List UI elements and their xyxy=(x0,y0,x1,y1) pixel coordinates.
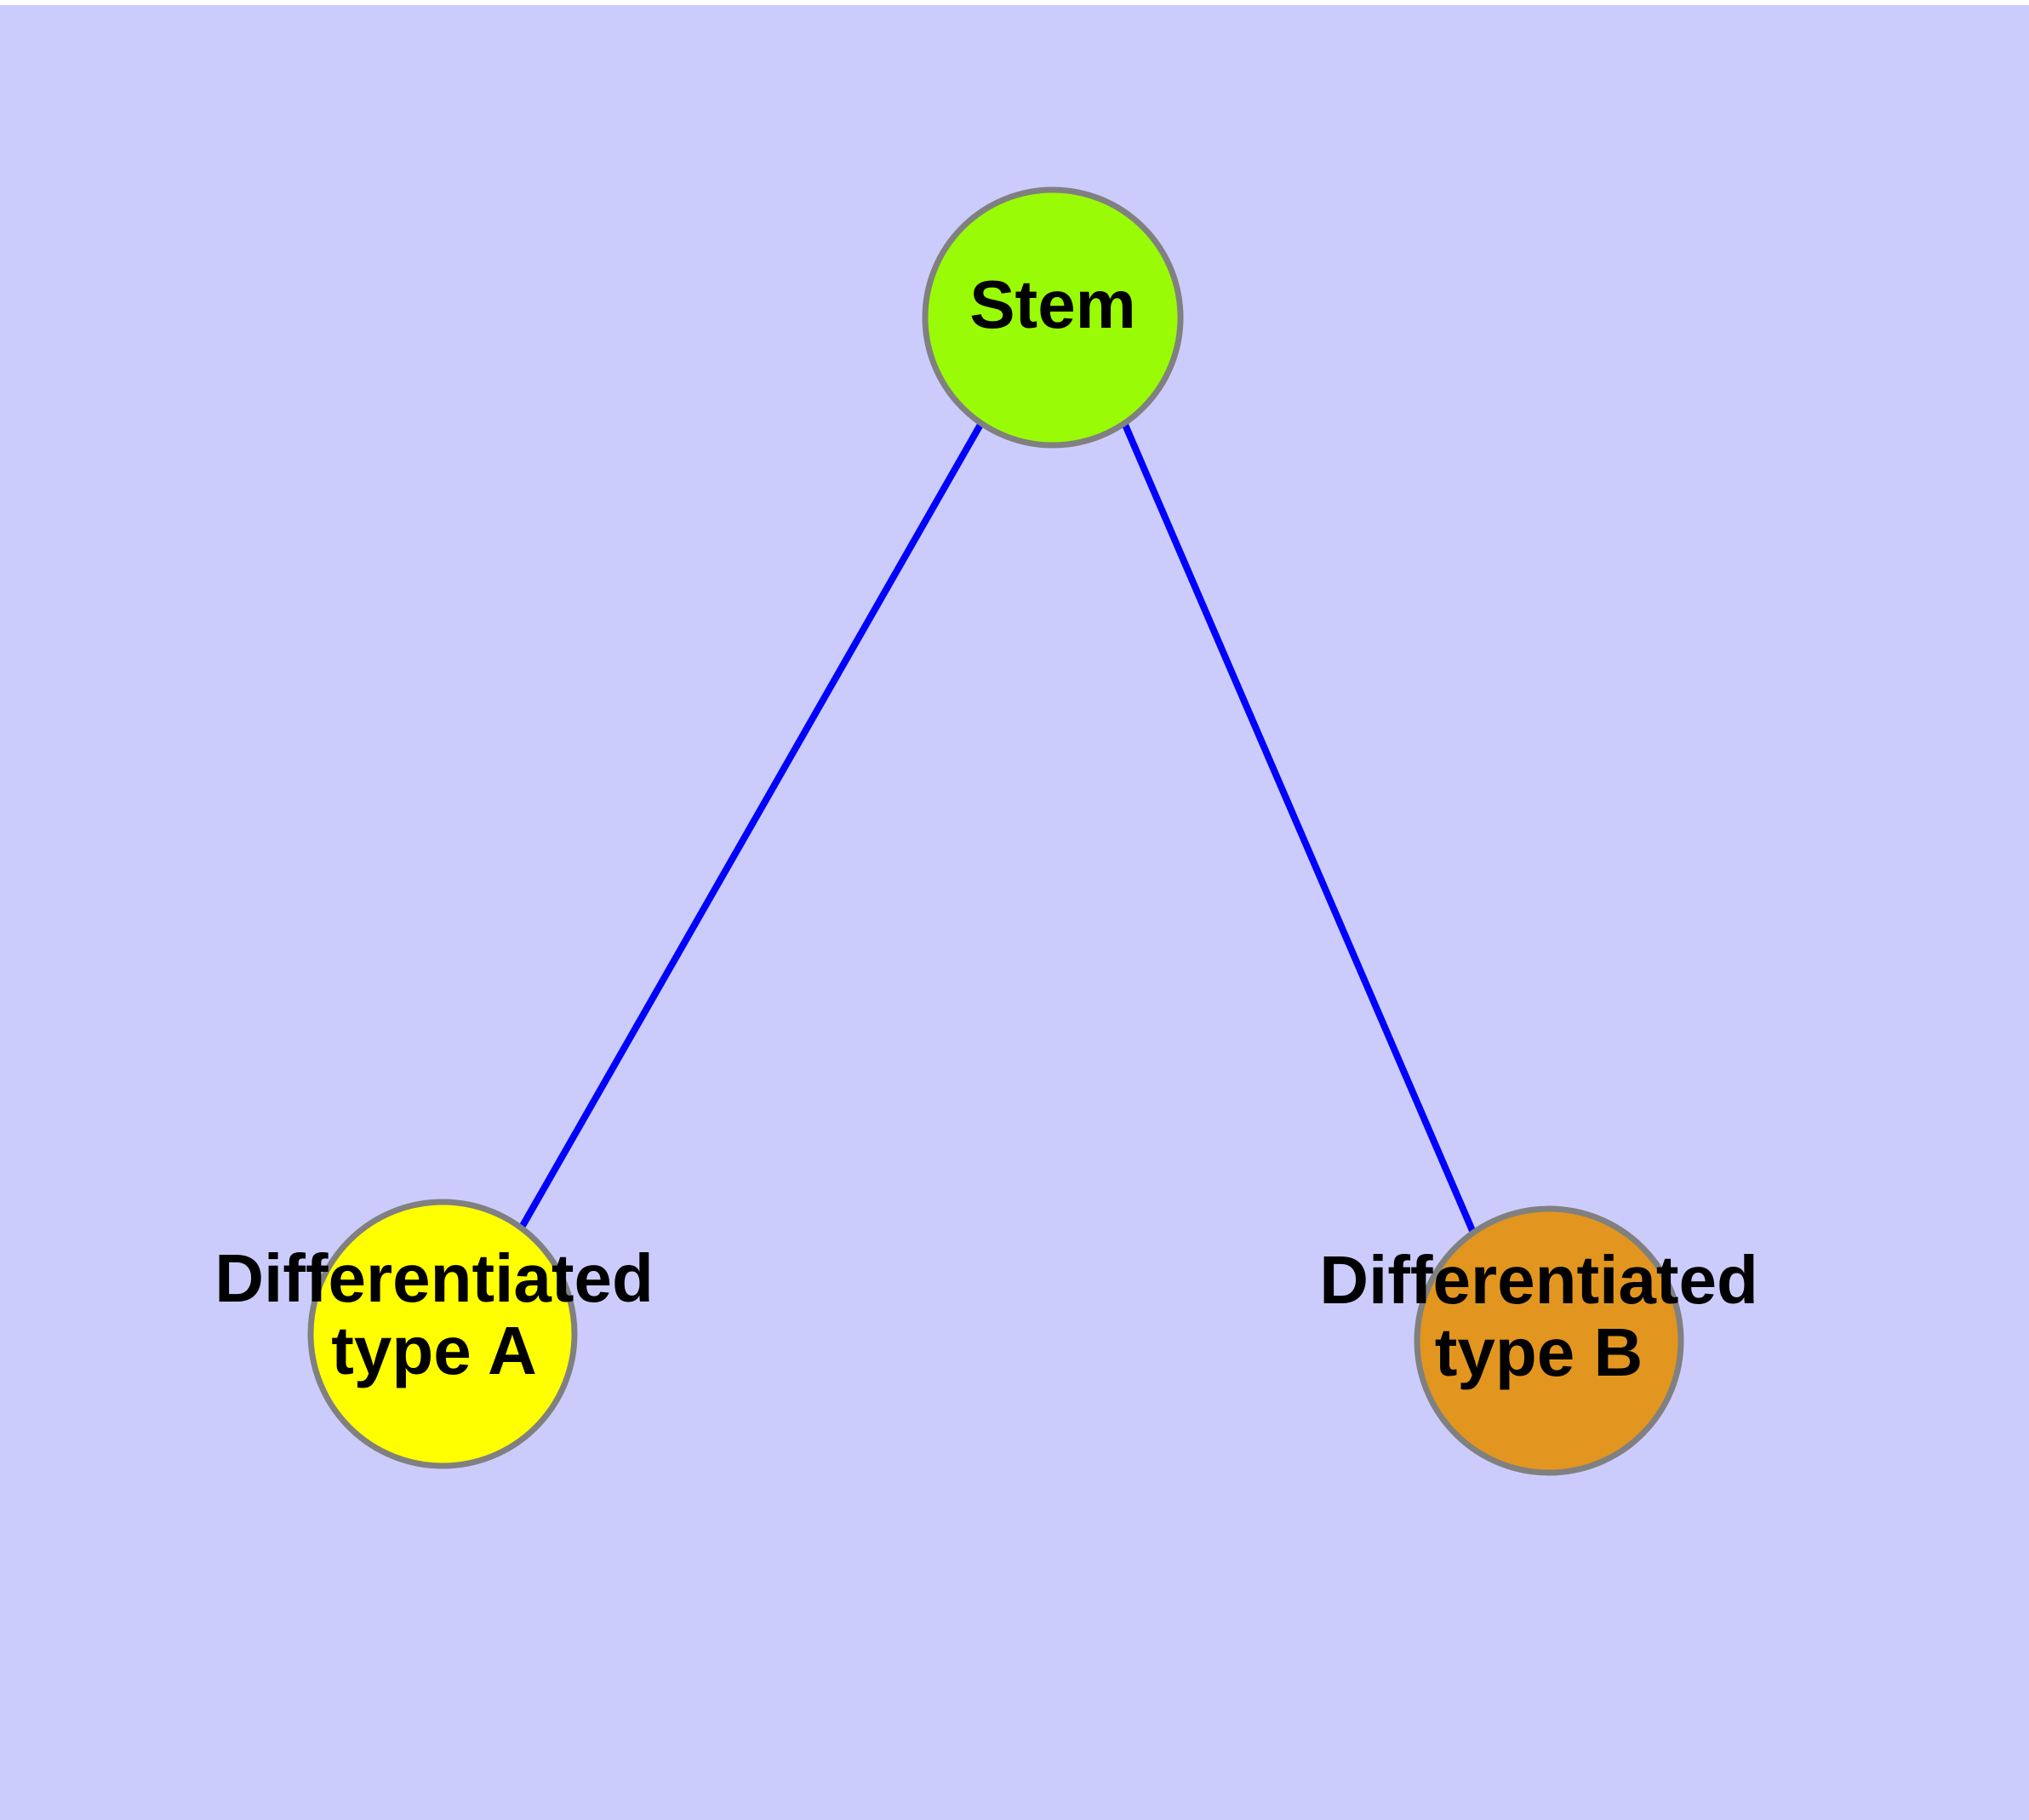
node-layer xyxy=(307,186,1684,1476)
node-stem[interactable] xyxy=(922,186,1184,449)
edge-stem-diff-b[interactable] xyxy=(1122,423,1477,1234)
edge-stem-diff-a[interactable] xyxy=(519,421,985,1228)
node-differentiated-type-a[interactable] xyxy=(307,1199,578,1469)
edge-layer xyxy=(519,421,1477,1234)
node-differentiated-type-b[interactable] xyxy=(1414,1205,1684,1476)
